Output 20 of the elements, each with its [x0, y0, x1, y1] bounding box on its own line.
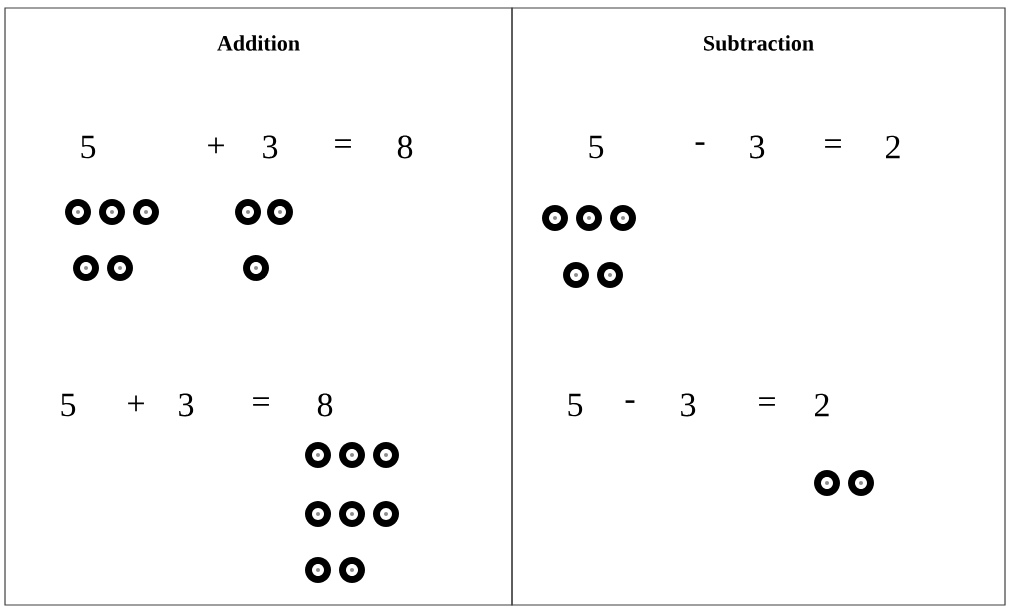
equation-term: - [625, 400, 635, 403]
equation-term: 8 [397, 135, 413, 159]
equation-term: 3 [263, 135, 278, 159]
equation-term: 8 [317, 393, 333, 417]
equation-term: 3 [681, 393, 696, 417]
equation-term: 3 [179, 393, 194, 417]
equation-term: + [208, 137, 224, 154]
equation-term: 5 [589, 135, 604, 159]
equation-term: 2 [815, 393, 829, 417]
equation-term: 2 [886, 135, 900, 159]
equation-term: 5 [568, 393, 583, 417]
equation-term: = [825, 139, 841, 148]
equation-term: = [335, 139, 351, 148]
equation-term: = [759, 397, 775, 406]
equation-term: + [128, 395, 144, 412]
equation-term: 5 [81, 135, 96, 159]
equation-term: = [253, 397, 269, 406]
equation-term: 5 [61, 393, 76, 417]
equation-term: - [695, 142, 705, 145]
equation-term: 3 [750, 135, 765, 159]
